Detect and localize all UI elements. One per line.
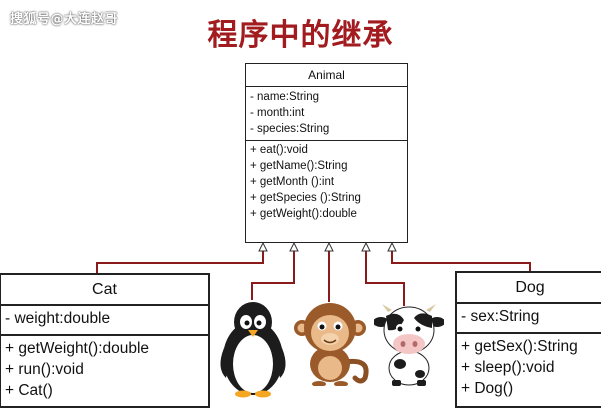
class-cat-attributes: - weight:double: [1, 306, 208, 336]
attribute: - species:String: [250, 123, 330, 135]
class-cat-name: Cat: [1, 275, 208, 306]
operation: + eat():void: [250, 144, 308, 156]
class-dog: Dog - sex:String + getSex():String + sle…: [455, 271, 601, 408]
class-animal: Animal - name:String - month:int - speci…: [245, 63, 408, 243]
attribute: - month:int: [250, 107, 305, 119]
penguin-icon: [220, 302, 286, 398]
class-cat: Cat - weight:double + getWeight():double…: [0, 273, 210, 408]
arrowhead-cat: [258, 241, 268, 252]
monkey-icon: [294, 303, 369, 386]
arrowhead-penguin: [289, 241, 299, 252]
operation: + sleep():void: [461, 359, 555, 376]
operation: + getWeight():double: [5, 340, 150, 357]
attribute: - sex:String: [461, 308, 540, 325]
arrowhead-monkey: [324, 241, 334, 252]
diagram-title: 程序中的继承: [207, 18, 394, 53]
watermark: 搜狐号@大连赵哥: [10, 12, 119, 27]
operation: + Cat(): [5, 382, 53, 399]
class-dog-operations: + getSex():String + sleep():void + Dog(): [457, 334, 601, 399]
connector-cow: [365, 250, 405, 306]
operation: + run():void: [5, 361, 84, 378]
arrowhead-dog: [387, 241, 397, 252]
operation: + getMonth ():int: [250, 176, 335, 188]
operation: + getSpecies ():String: [250, 192, 361, 204]
operation: + getSex():String: [461, 338, 578, 355]
cow-icon: [374, 304, 444, 386]
arrowhead-cow: [361, 241, 371, 252]
class-animal-name: Animal: [246, 64, 407, 87]
class-dog-name: Dog: [457, 273, 601, 304]
connector-cat: [96, 250, 264, 273]
attribute: - name:String: [250, 91, 320, 103]
connector-dog: [391, 250, 531, 271]
class-cat-operations: + getWeight():double + run():void + Cat(…: [1, 336, 208, 401]
operation: + getWeight():double: [250, 208, 357, 220]
class-dog-attributes: - sex:String: [457, 304, 601, 334]
class-animal-attributes: - name:String - month:int - species:Stri…: [246, 87, 407, 141]
class-animal-operations: + eat():void + getName():String + getMon…: [246, 141, 407, 222]
operation: + getName():String: [250, 160, 348, 172]
connector-penguin: [251, 250, 295, 300]
attribute: - weight:double: [5, 310, 111, 327]
operation: + Dog(): [461, 380, 514, 397]
